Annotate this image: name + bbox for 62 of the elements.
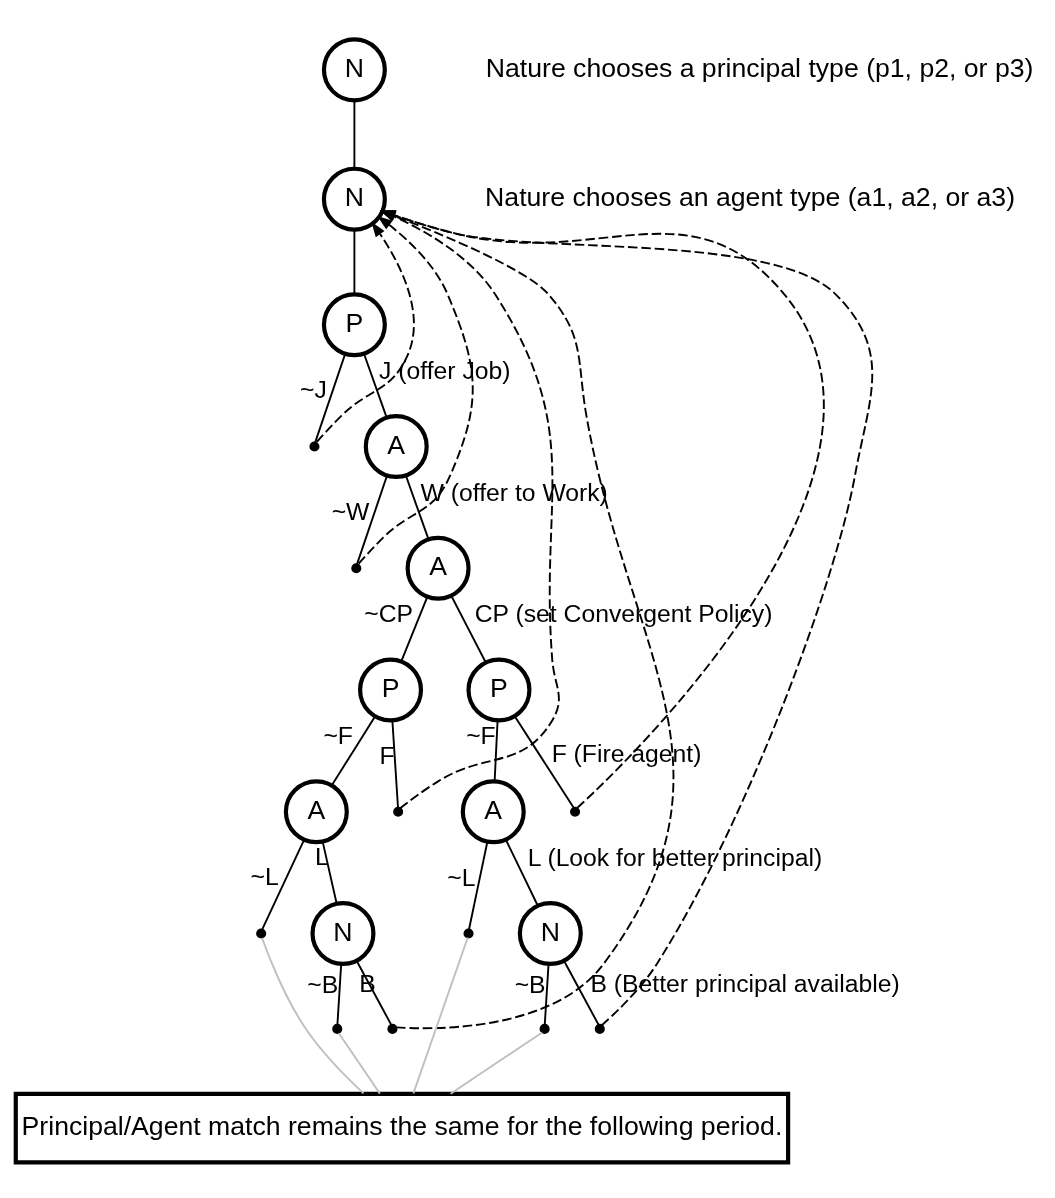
connector [450,594,487,664]
edge-label: ~L [447,864,476,892]
connector [405,474,430,541]
connector [543,962,550,1026]
connector [505,838,539,907]
edge-label: F (Fire agent) [551,739,702,767]
node-point [463,928,474,939]
node-circle: A [283,779,349,845]
node-point [332,1023,343,1034]
connector [400,595,429,663]
node-circle: A [363,413,429,480]
node-point [256,928,267,939]
node-circle: P [358,657,424,723]
node-label: Nature chooses an agent type (a1, a2, or a3) [485,182,1016,213]
arrow [315,221,415,443]
node-circle: N [517,900,583,967]
edge-label: F [379,742,395,770]
arrow [357,215,474,565]
edge-label: ~CP [364,600,413,628]
edge-label: ~B [514,970,546,998]
node-circle: A [460,779,526,845]
node-point [570,806,581,817]
edge-label: ~J [300,376,327,404]
edge-label: CP (set Convergent Policy) [474,600,773,628]
connector [356,474,388,565]
node-point [594,1023,605,1034]
connector [330,715,377,787]
node-circle: N [321,166,387,232]
edge-label: ~B [307,970,339,998]
node-point [393,806,404,817]
connector [363,353,388,419]
connector [513,715,575,809]
node-point [387,1023,398,1034]
node-label: Nature chooses a principal type (p1, p2, or p3) [485,52,1034,83]
connector [353,229,356,296]
edge-label: ~F [466,721,496,749]
connector [261,937,365,1095]
edge-label: ~W [331,498,370,526]
connector [412,936,469,1095]
node-point [539,1023,550,1034]
connector [493,719,499,782]
node-circle: P [466,657,532,723]
connector [353,99,356,170]
connector [563,960,600,1026]
edge-label: ~L [250,862,279,890]
node-box: Principal/Agent match remains the same for the following period. [13,1091,791,1165]
connector [468,841,489,931]
node-circle: A [405,535,471,601]
edge-label: B (Better principal available) [590,969,900,997]
node-point [351,563,362,574]
node-circle: N [310,900,376,967]
connector [337,1032,381,1095]
connector [336,962,343,1026]
connector [314,353,347,444]
edge-label: ~F [323,722,353,750]
connector [449,1031,544,1095]
node-circle: P [321,292,387,358]
node-circle: N [321,37,387,103]
connector [261,838,306,931]
node-point [309,441,320,452]
connector [391,719,399,809]
edge-label: J (offer Job) [379,356,511,384]
